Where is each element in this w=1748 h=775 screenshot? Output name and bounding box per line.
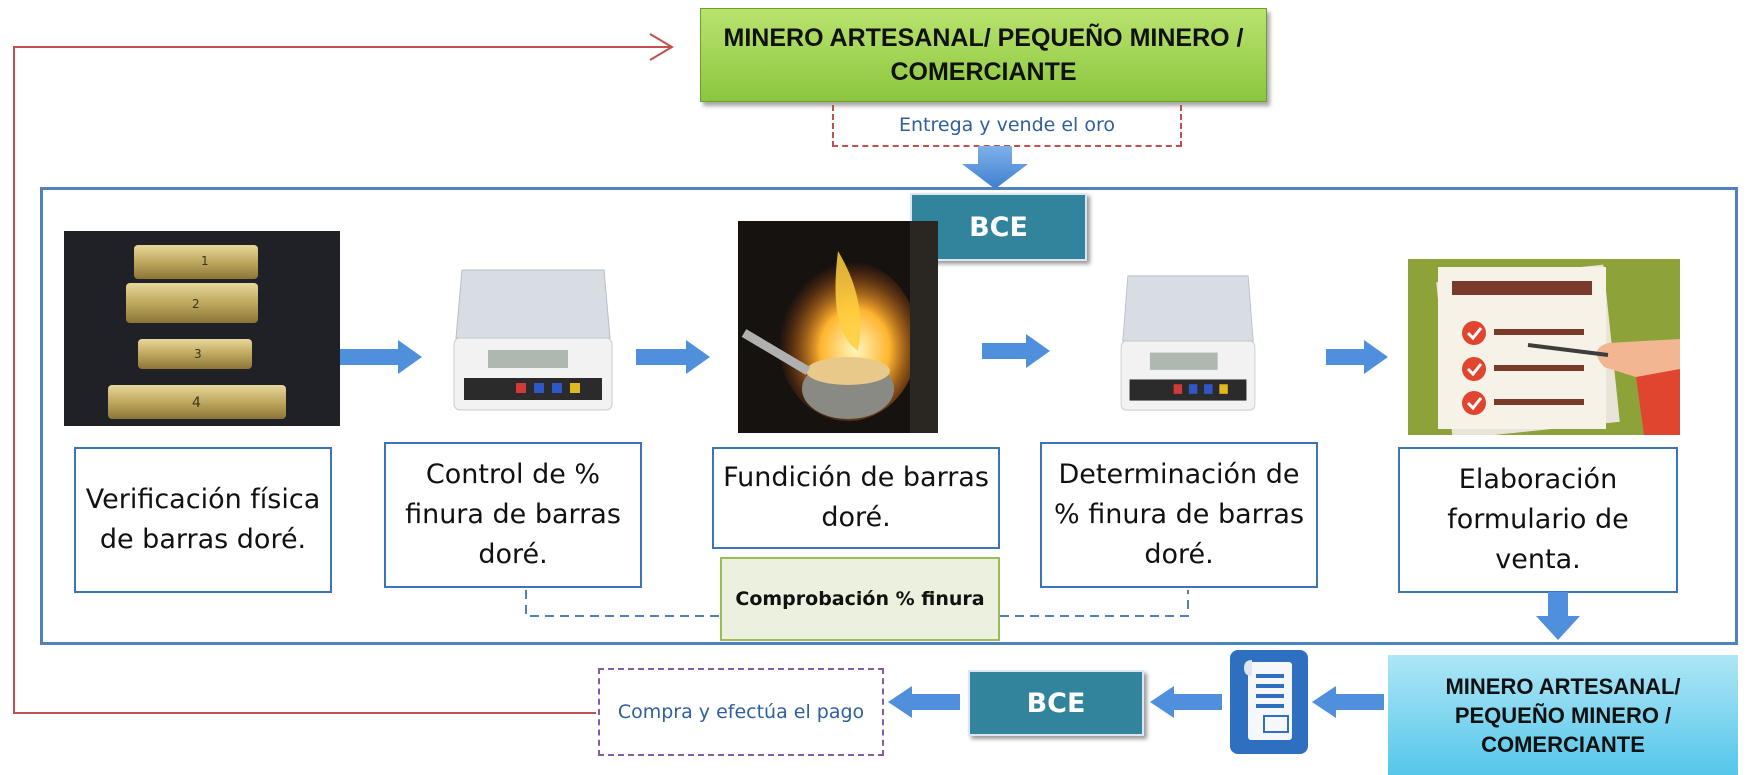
step-5-box: Elaboración formulario de venta. [1398,447,1678,593]
step-5-label: Elaboración formulario de venta. [1447,464,1629,575]
deliver-note-label: Entrega y vende el oro [898,114,1116,136]
top-actor-label: MINERO ARTESANAL/ PEQUEÑO MINERO / COMER… [723,24,1244,86]
arrow-right-icon [636,340,710,374]
down-arrow-icon [1536,592,1580,640]
gold-bars-photo: 1 2 3 4 [64,231,340,426]
arrow-right-icon [340,340,422,374]
arrow-right-icon [982,334,1050,368]
bce-header-label: BCE [969,211,1028,243]
step-1-label: Verificación física de barras doré. [85,484,321,555]
step-1-box: Verificación física de barras doré. [74,447,332,593]
top-actor-box: MINERO ARTESANAL/ PEQUEÑO MINERO / COMER… [700,8,1267,102]
down-arrow-icon [962,146,1028,189]
arrow-right-icon [1326,340,1388,374]
step-3-box: Fundición de barras doré. [712,447,1000,549]
bce-process-frame [40,187,1738,645]
deliver-note: Entrega y vende el oro [832,105,1182,147]
bottom-actor-label: MINERO ARTESANAL/ PEQUEÑO MINERO / COMER… [1445,673,1681,757]
bce-bottom-label: BCE [1026,687,1086,719]
step-2-label: Control de % finura de barras doré. [405,459,621,570]
step-3-label: Fundición de barras doré. [723,462,989,533]
arrow-left-icon [888,686,960,718]
step-4-label: Determinación de % finura de barras doré… [1053,459,1305,570]
fineness-check-box: Comprobación % finura [720,557,1000,641]
bce-bottom-box: BCE [968,670,1144,736]
step-4-box: Determinación de % finura de barras doré… [1040,442,1318,588]
bar-number-1: 1 [201,254,209,268]
bce-header-tab: BCE [910,193,1087,261]
bar-number-2: 2 [192,297,200,311]
step-2-box: Control de % finura de barras doré. [384,442,642,588]
payment-note-box: Compra y efectúa el pago [598,668,884,756]
payment-note-label: Compra y efectúa el pago [617,701,865,723]
digital-scale-photo-2 [1116,272,1260,414]
digital-scale-photo [448,266,618,414]
bar-number-4: 4 [192,395,201,411]
melting-flame-photo [738,221,938,433]
bottom-actor-box: MINERO ARTESANAL/ PEQUEÑO MINERO / COMER… [1388,655,1738,775]
arrow-left-icon [1150,686,1222,718]
check-connector-line [525,590,1189,617]
arrow-left-icon [1312,686,1384,718]
bar-number-3: 3 [194,347,202,361]
form-checklist-illustration [1408,259,1680,435]
fineness-check-label: Comprobación % finura [735,588,985,610]
invoice-document-icon [1230,650,1308,754]
